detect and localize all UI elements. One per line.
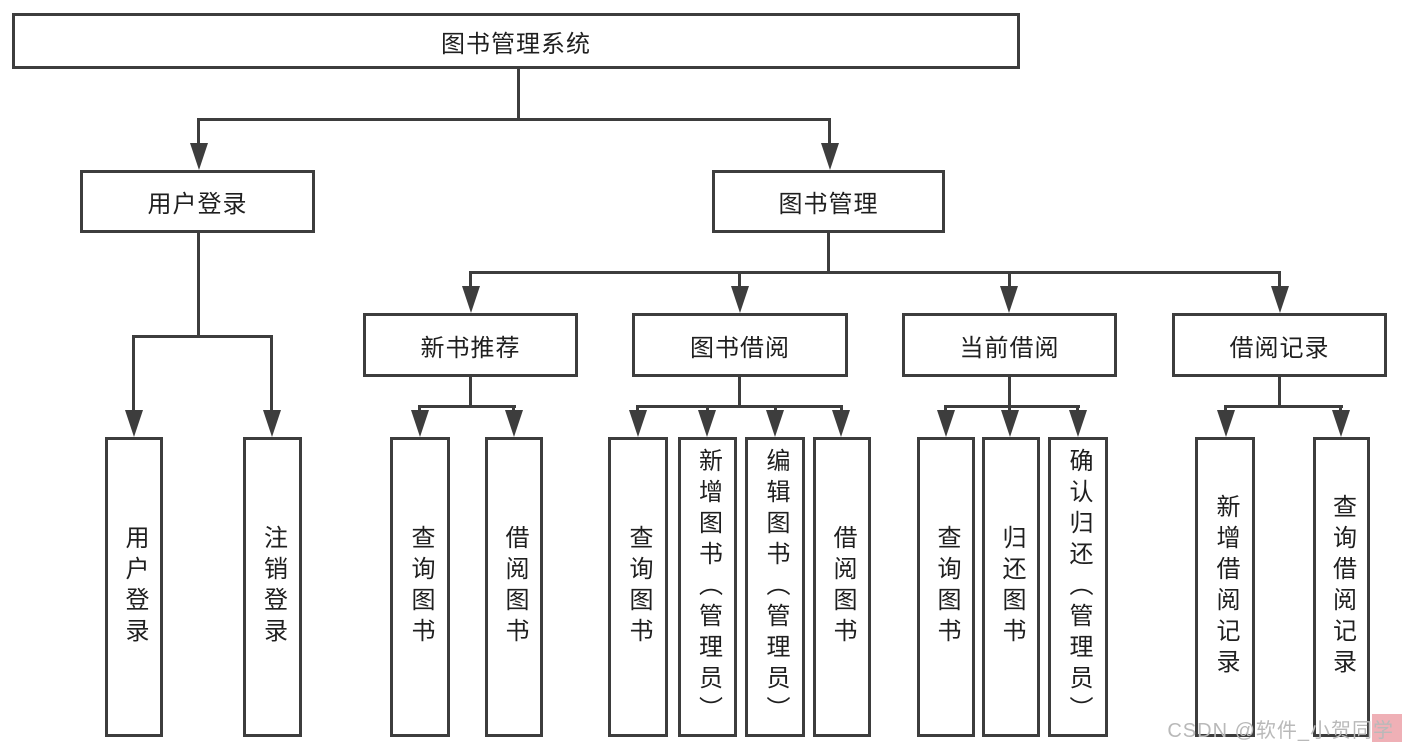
connector-line xyxy=(197,118,831,121)
connector-line xyxy=(1076,405,1079,414)
connector-line xyxy=(1008,377,1011,408)
connector-line xyxy=(738,271,741,289)
connector-line xyxy=(840,405,843,414)
connector-arrow xyxy=(462,286,480,313)
leaf-label: 查询图书 xyxy=(625,525,652,649)
connector-line xyxy=(944,405,947,414)
connector-line xyxy=(197,233,200,337)
node-book-borrow: 图书借阅 xyxy=(632,313,848,377)
leaf-borrow-books: 借阅图书 xyxy=(813,437,871,737)
leaf-label: 归还图书 xyxy=(998,525,1025,649)
leaf-add-borrow-record: 新增借阅记录 xyxy=(1195,437,1255,737)
leaf-user-login: 用户登录 xyxy=(105,437,163,737)
watermark: CSDN @软件_小贺同学 xyxy=(1167,720,1394,742)
leaf-query-borrow-record: 查询借阅记录 xyxy=(1313,437,1370,737)
node-user-login: 用户登录 xyxy=(80,170,315,233)
connector-arrow xyxy=(1069,410,1087,437)
connector-line xyxy=(512,405,515,414)
node-label: 图书借阅 xyxy=(690,334,790,362)
leaf-query-books-recommend: 查询图书 xyxy=(390,437,450,737)
connector-line xyxy=(636,405,639,414)
leaf-label: 借阅图书 xyxy=(829,525,856,649)
leaf-borrow-books-recommend: 借阅图书 xyxy=(485,437,543,737)
watermark-highlight xyxy=(1372,714,1402,742)
connector-arrow xyxy=(821,143,839,170)
connector-line xyxy=(945,405,1080,408)
connector-line xyxy=(1224,405,1227,414)
connector-arrow xyxy=(1271,286,1289,313)
connector-arrow xyxy=(1217,410,1235,437)
node-current-borrow: 当前借阅 xyxy=(902,313,1117,377)
connector-arrow xyxy=(629,410,647,437)
connector-line xyxy=(828,118,831,146)
node-library-management-system: 图书管理系统 xyxy=(12,13,1020,69)
connector-line xyxy=(418,405,421,414)
connector-arrow xyxy=(937,410,955,437)
connector-arrow xyxy=(505,410,523,437)
leaf-label: 注销登录 xyxy=(259,525,287,649)
node-label: 图书管理 xyxy=(778,191,879,218)
connector-line xyxy=(1008,271,1011,289)
leaf-label: 查询借阅记录 xyxy=(1328,494,1356,680)
node-label: 借阅记录 xyxy=(1229,334,1330,362)
node-label: 新书推荐 xyxy=(420,334,521,362)
leaf-label: 借阅图书 xyxy=(501,525,528,649)
connector-arrow xyxy=(125,410,143,437)
connector-line xyxy=(738,377,741,408)
leaf-logout: 注销登录 xyxy=(243,437,302,737)
connector-line xyxy=(419,405,516,408)
connector-line xyxy=(132,335,135,413)
connector-line xyxy=(774,405,777,414)
connector-line xyxy=(469,271,1281,274)
connector-line xyxy=(1278,271,1281,289)
connector-line xyxy=(132,335,273,338)
connector-arrow xyxy=(263,410,281,437)
connector-line xyxy=(1008,405,1011,414)
connector-line xyxy=(1278,377,1281,408)
leaf-add-books-admin: 新增图书（管理员） xyxy=(678,437,737,737)
connector-arrow xyxy=(698,410,716,437)
connector-arrow xyxy=(411,410,429,437)
connector-arrow xyxy=(731,286,749,313)
node-label: 当前借阅 xyxy=(959,334,1060,362)
connector-line xyxy=(469,377,472,408)
node-borrow-records: 借阅记录 xyxy=(1172,313,1387,377)
connector-arrow xyxy=(1001,410,1019,437)
connector-line xyxy=(517,67,520,120)
connector-arrow xyxy=(832,410,850,437)
leaf-label: 新增图书（管理员） xyxy=(694,447,722,727)
connector-arrow xyxy=(190,143,208,170)
leaf-query-books-borrow: 查询图书 xyxy=(608,437,668,737)
leaf-query-books-current: 查询图书 xyxy=(917,437,975,737)
connector-line xyxy=(270,335,273,413)
leaf-return-books: 归还图书 xyxy=(982,437,1040,737)
connector-arrow xyxy=(766,410,784,437)
connector-arrow xyxy=(1000,286,1018,313)
connector-line xyxy=(706,405,709,414)
connector-line xyxy=(827,233,830,274)
connector-line xyxy=(1225,405,1343,408)
node-label: 图书管理系统 xyxy=(441,30,591,58)
connector-line xyxy=(637,405,843,408)
leaf-confirm-return-admin: 确认归还（管理员） xyxy=(1048,437,1108,737)
connector-line xyxy=(1339,405,1342,414)
node-new-book-recommend: 新书推荐 xyxy=(363,313,578,377)
leaf-label: 查询图书 xyxy=(933,525,960,649)
node-label: 用户登录 xyxy=(147,191,248,218)
connector-line xyxy=(469,271,472,289)
leaf-label: 编辑图书（管理员） xyxy=(762,447,789,727)
connector-arrow xyxy=(1332,410,1350,437)
node-book-management: 图书管理 xyxy=(712,170,945,233)
leaf-label: 确认归还（管理员） xyxy=(1065,447,1092,727)
leaf-label: 用户登录 xyxy=(121,525,148,649)
leaf-label: 查询图书 xyxy=(407,525,434,649)
leaf-edit-books-admin: 编辑图书（管理员） xyxy=(745,437,805,737)
connector-line xyxy=(197,118,200,146)
leaf-label: 新增借阅记录 xyxy=(1212,494,1239,680)
